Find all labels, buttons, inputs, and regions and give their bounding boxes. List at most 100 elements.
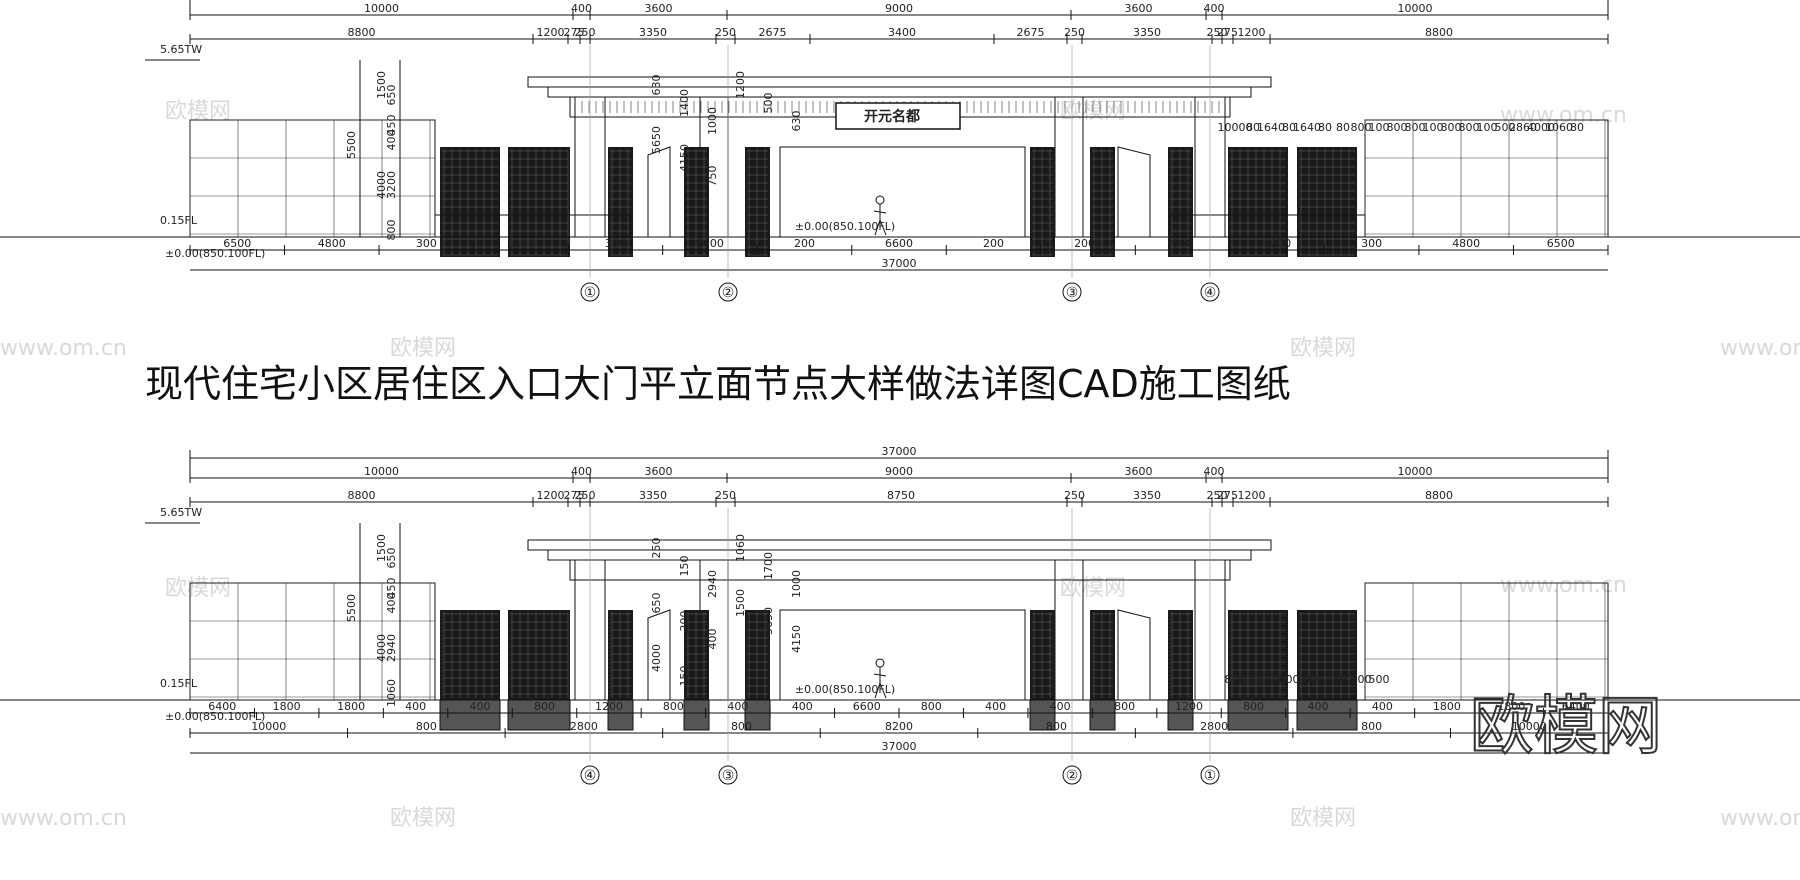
bottom-dimension-row-label: 400 (792, 700, 813, 713)
vertical-dimension-label: 450 (385, 115, 398, 136)
dimension-row-1-label: 3600 (645, 2, 673, 15)
vertical-dimension-label: 1060 (385, 679, 398, 707)
vertical-dimension-label: 400 (385, 593, 398, 614)
bottom-dimension-row-label: 400 (727, 700, 748, 713)
bottom-dimension-row-label: 2000 (1074, 237, 1102, 250)
vertical-dimension-label: 1000 (790, 570, 803, 598)
bottom-dimension-row-2-label: 800 (1046, 720, 1067, 733)
fence-wall (1364, 119, 1609, 238)
vertical-dimension-label: 1500 (734, 589, 747, 617)
detail-dimension-label: 100 (1369, 121, 1390, 134)
bottom-dimension-row-label: 4800 (318, 237, 346, 250)
human-figure-leg (874, 219, 881, 236)
vertical-dimension-label: 1200 (734, 71, 747, 99)
dimension-row-1-label: 400 (1204, 2, 1225, 15)
human-figure-leg (874, 682, 881, 699)
vertical-dimension-label: 200 (678, 611, 691, 632)
vertical-dimension-label: 5500 (345, 594, 358, 622)
vertical-dimension-label: 4000 (375, 634, 388, 662)
dimension-row-1-label: 10000 (364, 2, 399, 15)
detail-dimension-label: 800 (1441, 121, 1462, 134)
vertical-dimension-label: 1400 (678, 89, 691, 117)
dimension-row-1-label: 10000 (364, 465, 399, 478)
vertical-dimension-label: 4000 (375, 171, 388, 199)
lattice-screen (1228, 610, 1288, 700)
bottom-dimension-row-2-label: 2800 (570, 720, 598, 733)
dimension-row-2-label: 1200 (537, 489, 565, 502)
bottom-dimension-row-label: 300 (1172, 237, 1193, 250)
brand-watermark-logo: 欧模网 (1470, 690, 1662, 764)
bottom-dimension-row-label: 400 (405, 700, 426, 713)
detail-dimension-label: 80 (1336, 121, 1350, 134)
dimension-row-2-label: 275 (1217, 489, 1238, 502)
dimension-row-2-label: 250 (1064, 489, 1085, 502)
vertical-dimension-label: 2940 (385, 634, 398, 662)
bottom-dimension-row-label: 400 (1372, 700, 1393, 713)
bottom-dimension-row-label: 400 (1050, 700, 1071, 713)
dimension-row-1-label: 3600 (1125, 2, 1153, 15)
detail-dimension-label: 500 (1369, 673, 1390, 686)
gate-sign-text: 开元名都 (864, 108, 920, 125)
roof-beam (569, 559, 1231, 581)
axis-marker-circle (1062, 282, 1082, 302)
vertical-dimension-label: 750 (706, 166, 719, 187)
vertical-dimension-label: 5500 (345, 131, 358, 159)
gate-leaf (647, 146, 671, 238)
detail-dimension-label: 500 (1495, 121, 1516, 134)
dimension-row-2-label: 3350 (639, 489, 667, 502)
axis-marker-label: ④ (1204, 285, 1217, 301)
vertical-dimension-label: 400 (706, 629, 719, 650)
main-gate-opening (779, 146, 1026, 238)
lattice-screen (1297, 610, 1357, 700)
dimension-row-2-label: 275 (1217, 26, 1238, 39)
vertical-dimension-label: 4000 (650, 644, 663, 672)
stone-base (683, 699, 710, 731)
stone-base (1296, 699, 1358, 731)
axis-marker-label: ③ (1066, 285, 1079, 301)
overall-dimension-label: 37000 (882, 445, 917, 458)
dimension-row-1-label: 400 (571, 2, 592, 15)
lattice-screen (1228, 147, 1288, 257)
dimension-row-1-label: 400 (571, 465, 592, 478)
bottom-dimension-row-label: 6600 (885, 237, 913, 250)
level-label: ±0.00(850.100FL) (795, 683, 895, 696)
watermark: www.om.cn (0, 336, 127, 361)
bottom-dimension-row-2-label: 8200 (885, 720, 913, 733)
axis-marker-circle (1062, 765, 1082, 785)
dimension-row-1-label: 10000 (1398, 2, 1433, 15)
human-figure-leg (879, 219, 887, 236)
detail-dimension-label: 80 (1246, 121, 1260, 134)
bottom-dimension-row-label: 6500 (223, 237, 251, 250)
detail-dimension-label: 100 (1477, 121, 1498, 134)
level-label: 5.65TW (160, 506, 202, 519)
detail-dimension-label: 800 (1279, 673, 1300, 686)
human-figure-arm (873, 210, 887, 214)
stone-base (1029, 699, 1056, 731)
vertical-dimension-label: 650 (385, 548, 398, 569)
bottom-dimension-row-label: 6500 (1547, 237, 1575, 250)
bottom-dimension-row-label: 400 (470, 700, 491, 713)
dimension-row-2-label: 1200 (1238, 489, 1266, 502)
watermark: 欧模网 (1290, 806, 1356, 831)
dimension-row-2-label: 250 (1064, 26, 1085, 39)
bottom-dimension-row-label: 6600 (853, 700, 881, 713)
dimension-row-2-label: 8800 (1425, 489, 1453, 502)
detail-dimension-label: 1060 (1545, 121, 1573, 134)
level-label: 0.15FL (160, 677, 198, 690)
detail-dimension-label: 10000 (1218, 121, 1253, 134)
bottom-dimension-row-label: 300 (605, 237, 626, 250)
bottom-dimension-row-label: 2000 (696, 237, 724, 250)
detail-dimension-label: 100 (1423, 121, 1444, 134)
axis-marker-label: ③ (722, 768, 735, 784)
detail-dimension-label: 80 (1282, 121, 1296, 134)
dimension-row-2-label: 250 (1207, 489, 1228, 502)
dimension-row-2-label: 1200 (537, 26, 565, 39)
watermark: 欧模网 (390, 806, 456, 831)
dimension-row-2-label: 275 (564, 26, 585, 39)
lattice-screen (440, 147, 500, 257)
dimension-row-2-label: 250 (715, 26, 736, 39)
dimension-row-2-label: 3350 (639, 26, 667, 39)
bottom-dimension-row-label: 1200 (507, 237, 535, 250)
watermark: www.om.cn (0, 806, 127, 831)
